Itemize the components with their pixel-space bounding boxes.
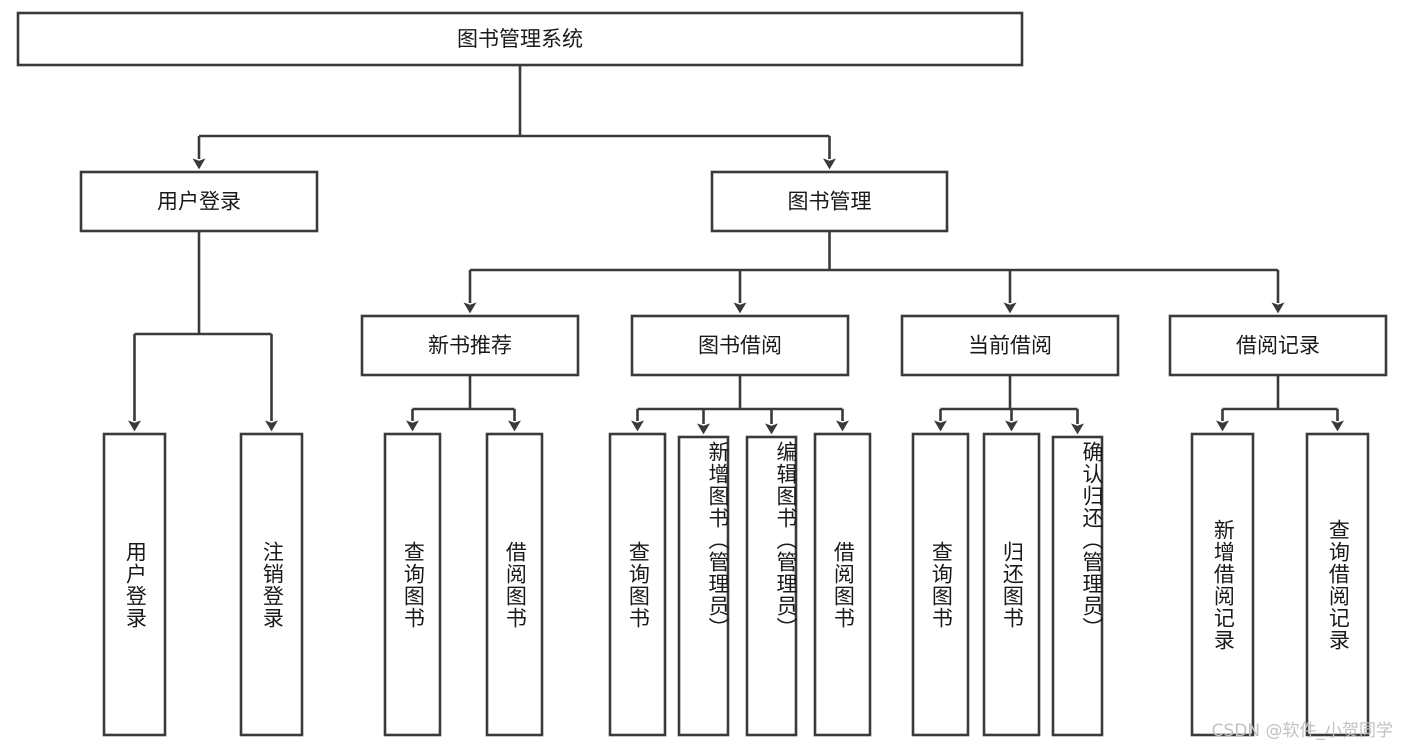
- node-box[interactable]: [982, 432, 1041, 737]
- connector-layer: [128, 65, 1344, 435]
- node-label: 当前借阅: [968, 334, 1052, 358]
- node-box[interactable]: [1305, 432, 1370, 737]
- node-label: 图书管理系统: [457, 27, 583, 51]
- node-label: 图书管理: [788, 190, 872, 214]
- node-box-layer: [16, 11, 1388, 737]
- node-box[interactable]: [383, 432, 442, 737]
- node-box[interactable]: [745, 435, 798, 737]
- node-label: 用户登录: [157, 190, 241, 214]
- node-box[interactable]: [1051, 435, 1104, 737]
- node-box[interactable]: [16, 11, 1024, 67]
- node-box[interactable]: [608, 432, 667, 737]
- node-box[interactable]: [102, 432, 167, 737]
- node-label: 新书推荐: [428, 334, 512, 358]
- node-box[interactable]: [1190, 432, 1255, 737]
- node-box[interactable]: [710, 170, 949, 233]
- node-box[interactable]: [813, 432, 872, 737]
- node-box[interactable]: [677, 435, 730, 737]
- node-box[interactable]: [911, 432, 970, 737]
- node-box[interactable]: [485, 432, 544, 737]
- node-box[interactable]: [239, 432, 304, 737]
- node-label: 借阅记录: [1236, 334, 1320, 358]
- csdn-watermark: CSDN @软件_小贺同学: [1211, 721, 1393, 741]
- node-box[interactable]: [79, 170, 319, 233]
- node-box[interactable]: [360, 314, 580, 377]
- node-box[interactable]: [1168, 314, 1388, 377]
- node-box[interactable]: [630, 314, 850, 377]
- node-label: 图书借阅: [698, 334, 782, 358]
- node-box[interactable]: [900, 314, 1120, 377]
